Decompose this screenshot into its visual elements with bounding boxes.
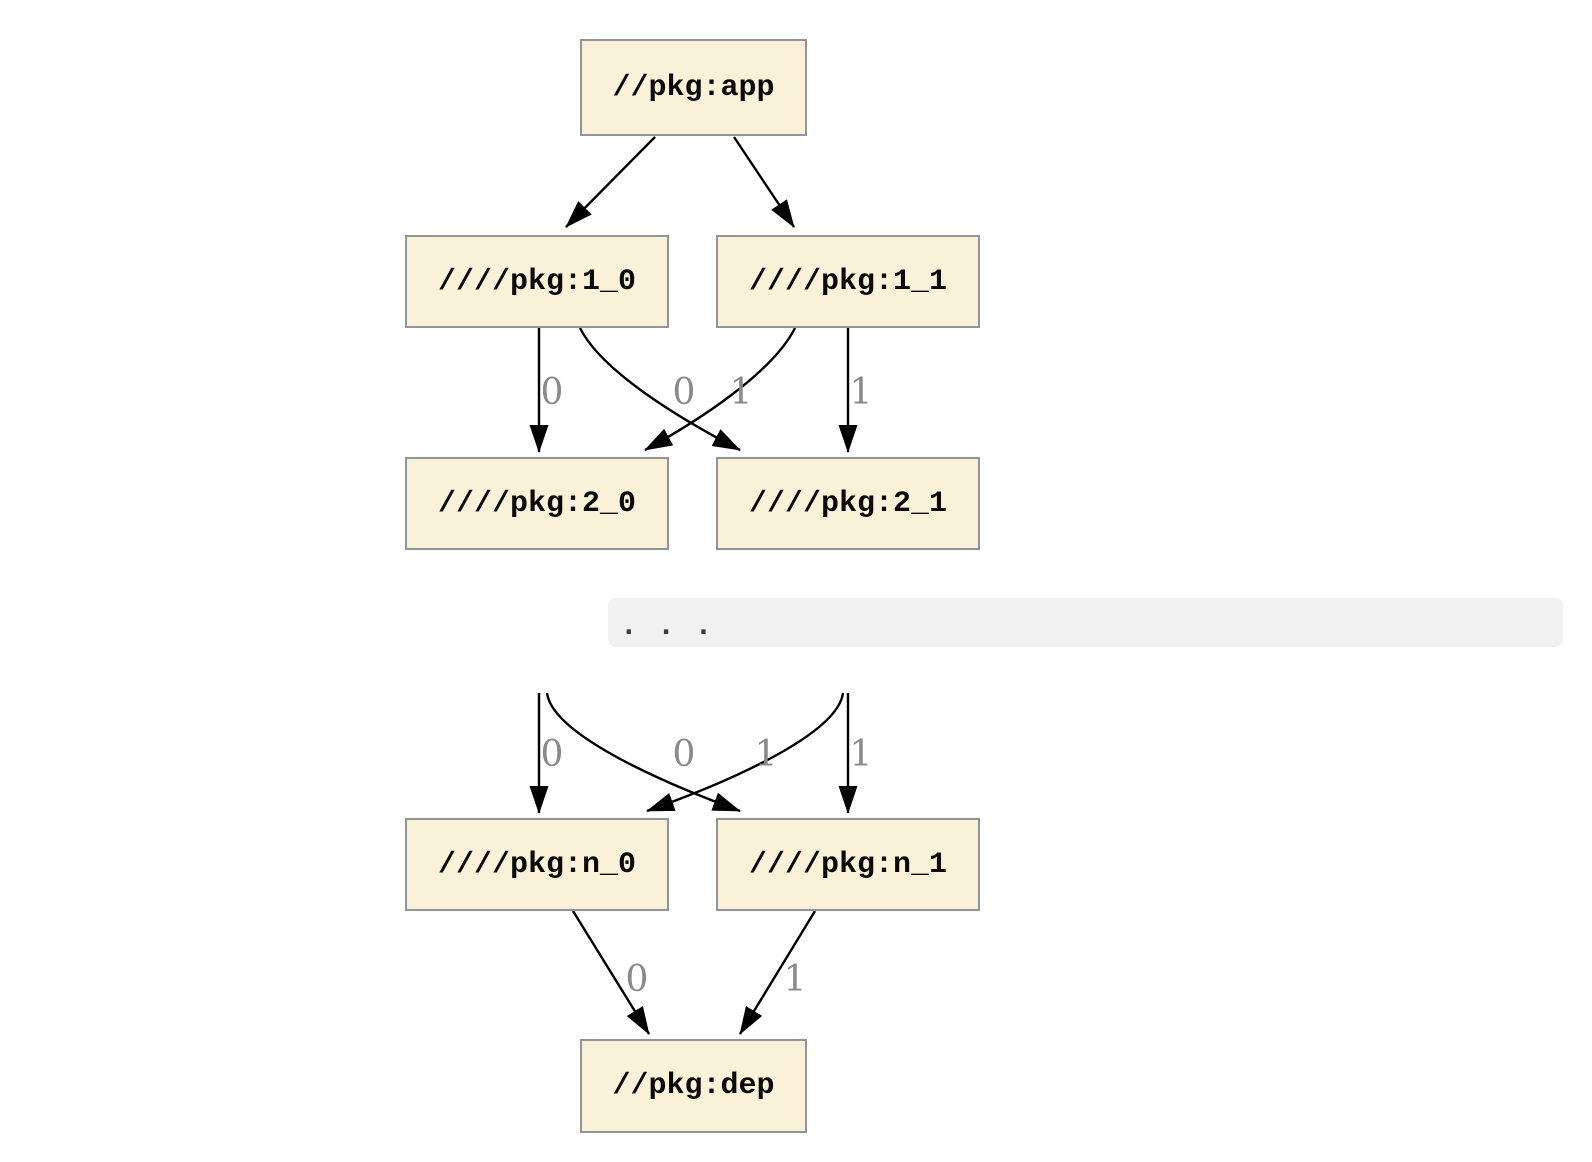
edge-app-to-1-0 — [565, 136, 656, 228]
node-app-label: //pkg:app — [612, 70, 775, 105]
edge-app-to-1-1 — [733, 136, 795, 228]
edge-label-prev-1-to-n-1: 1 — [849, 734, 873, 775]
node-pkg-2-0-label: ////pkg:2_0 — [437, 486, 637, 521]
node-pkg-2-1-label: ////pkg:2_1 — [748, 486, 948, 521]
node-dep-label: //pkg:dep — [612, 1069, 775, 1103]
node-dep: //pkg:dep — [580, 1039, 807, 1133]
edge-n-0-to-dep — [571, 910, 651, 1035]
node-pkg-2-0: ////pkg:2_0 — [405, 457, 669, 550]
node-pkg-n-0: ////pkg:n_0 — [405, 818, 669, 911]
edge-label-1-1-to-2-1: 1 — [849, 372, 873, 413]
ellipsis-band: . . . — [608, 598, 1563, 647]
node-pkg-1-1: ////pkg:1_1 — [716, 235, 980, 328]
node-pkg-n-0-label: ////pkg:n_0 — [437, 847, 637, 882]
edge-prev-0-to-n-1 — [545, 692, 741, 813]
node-pkg-n-1: ////pkg:n_1 — [716, 818, 980, 911]
edge-n-1-to-dep — [738, 910, 817, 1035]
node-pkg-1-0: ////pkg:1_0 — [405, 235, 669, 328]
node-pkg-1-1-label: ////pkg:1_1 — [748, 264, 948, 299]
node-pkg-2-1: ////pkg:2_1 — [716, 457, 980, 550]
node-pkg-n-1-label: ////pkg:n_1 — [748, 847, 948, 882]
node-app: //pkg:app — [580, 39, 807, 136]
edge-label-n-1-to-dep: 1 — [783, 959, 807, 1000]
edge-label-n-0-to-dep: 0 — [625, 959, 649, 1000]
edge-label-1-0-to-2-1: 0 — [672, 372, 696, 413]
edge-prev-1-to-n-0 — [646, 692, 845, 813]
edge-label-prev-0-to-n-1: 0 — [672, 734, 696, 775]
edge-1-1-to-2-0 — [644, 327, 797, 452]
node-pkg-1-0-label: ////pkg:1_0 — [437, 264, 637, 299]
edge-label-prev-0-to-n-0: 0 — [540, 734, 564, 775]
edge-label-1-1-to-2-0: 1 — [729, 372, 753, 413]
edge-label-prev-1-to-n-0: 1 — [754, 734, 778, 775]
edge-label-1-0-to-2-0: 0 — [540, 372, 564, 413]
edge-1-0-to-2-1 — [578, 327, 741, 452]
ellipsis-dots: . . . — [621, 610, 715, 641]
